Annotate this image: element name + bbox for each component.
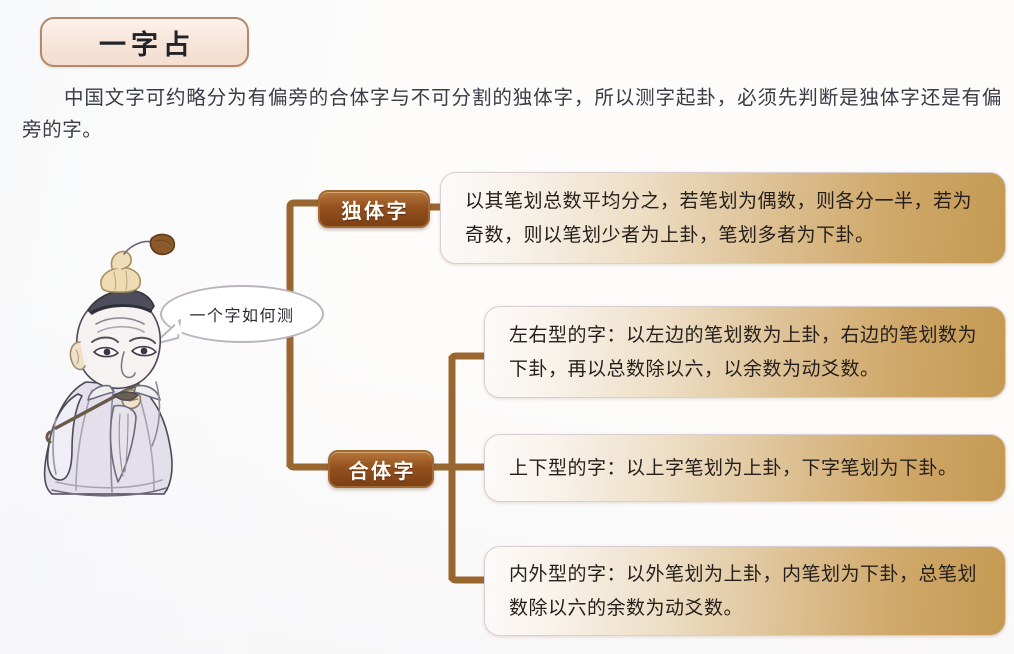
node-dutizi-label: 独体字 <box>341 198 409 223</box>
content-box-neiwai: 内外型的字：以外笔划为上卦，内笔划为下卦，总笔划数除以六的余数为动爻数。 <box>484 546 1006 636</box>
content-box-zuoyou: 左右型的字：以左边的笔划数为上卦，右边的笔划数为下卦，再以总数除以六，以余数为动… <box>484 306 1006 398</box>
page-title-box: 一字占 <box>40 17 249 67</box>
content-text-shangxia: 上下型的字：以上字笔划为上卦，下字笔划为下卦。 <box>509 457 958 479</box>
speech-bubble-text: 一个字如何测 <box>189 306 295 325</box>
node-hetizi-label: 合体字 <box>348 458 416 483</box>
page-title: 一字占 <box>99 29 195 61</box>
content-text-dutizi: 以其笔划总数平均分之，若笔划为偶数，则各分一半，若为奇数，则以笔划少者为上卦，笔… <box>465 190 973 246</box>
sage-illustration <box>43 233 176 497</box>
speech-bubble: 一个字如何测 <box>160 285 324 343</box>
node-hetizi[interactable]: 合体字 <box>328 450 434 488</box>
intro-paragraph: 中国文字可约略分为有偏旁的合体字与不可分割的独体字，所以测字起卦，必须先判断是独… <box>22 86 1002 141</box>
elbow-to-dutizi <box>286 199 320 211</box>
elbow-to-hetizi <box>286 462 330 471</box>
content-box-dutizi: 以其笔划总数平均分之，若笔划为偶数，则各分一半，若为奇数，则以笔划少者为上卦，笔… <box>440 172 1006 264</box>
content-text-neiwai: 内外型的字：以外笔划为上卦，内笔划为下卦，总笔划数除以六的余数为动爻数。 <box>509 563 978 619</box>
content-text-zuoyou: 左右型的字：以左边的笔划数为上卦，右边的笔划数为下卦，再以总数除以六，以余数为动… <box>509 324 978 380</box>
content-box-shangxia: 上下型的字：以上字笔划为上卦，下字笔划为下卦。 <box>484 434 1006 502</box>
node-dutizi[interactable]: 独体字 <box>318 190 430 228</box>
